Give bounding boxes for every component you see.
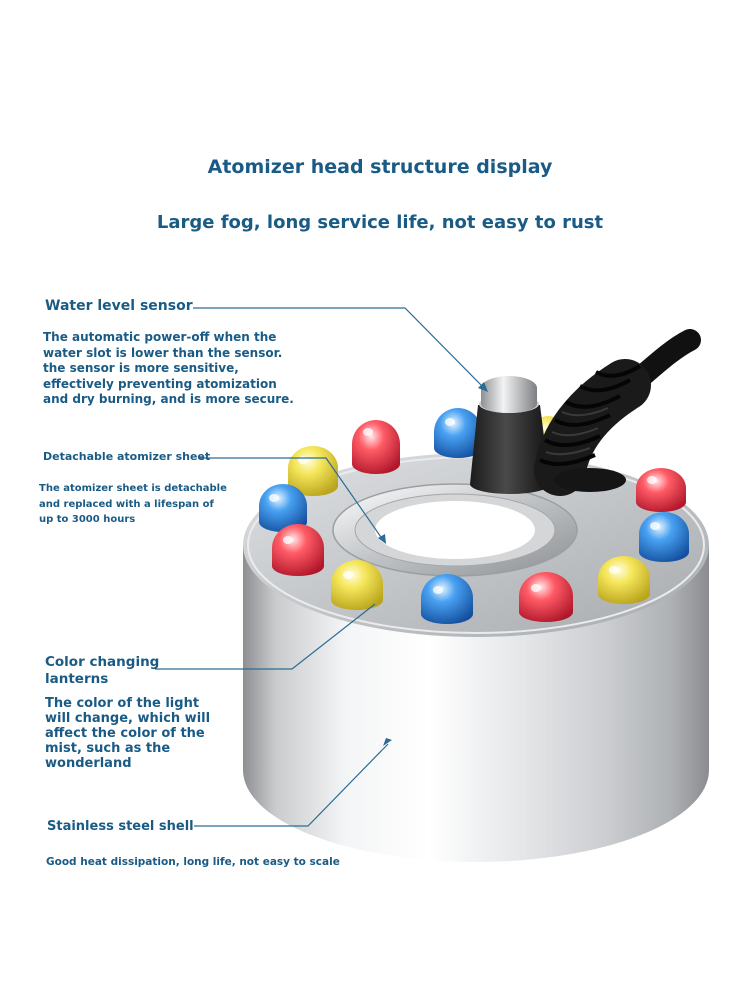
callout-desc-lanterns: The color of the light will change, whic… [45,696,211,771]
callout-label-atomizer-sheet: Detachable atomizer sheet [43,450,211,463]
callout-desc-water-sensor: The automatic power-off when the water s… [43,330,294,406]
callout-desc-atomizer-sheet: The atomizer sheet is detachable and rep… [39,483,227,525]
led-red [519,572,573,622]
callout-label-water-sensor: Water level sensor [45,298,193,314]
atomizer-sheet [332,483,578,577]
callout-line-water-sensor [193,307,485,389]
callout-line-atomizer-sheet [200,457,384,541]
callout-label-shell: Stainless steel shell [47,819,194,834]
led-yellow [331,560,383,610]
arrow-head-shell [383,738,392,746]
water-level-sensor [470,376,550,494]
led-blue [421,574,473,624]
power-cable [534,329,701,496]
callout-line-lanterns [155,603,376,670]
callout-desc-shell: Good heat dissipation, long life, not ea… [46,856,340,868]
page-subtitle: Large fog, long service life, not easy t… [156,212,604,233]
arrow-head-water-sensor [478,382,488,392]
page-title: Atomizer head structure display [207,156,553,178]
callout-line-shell [194,743,389,827]
arrow-head-atomizer-sheet [378,534,386,544]
callout-label-lanterns: Color changing lanterns [45,654,160,687]
led-highlights [269,418,660,594]
